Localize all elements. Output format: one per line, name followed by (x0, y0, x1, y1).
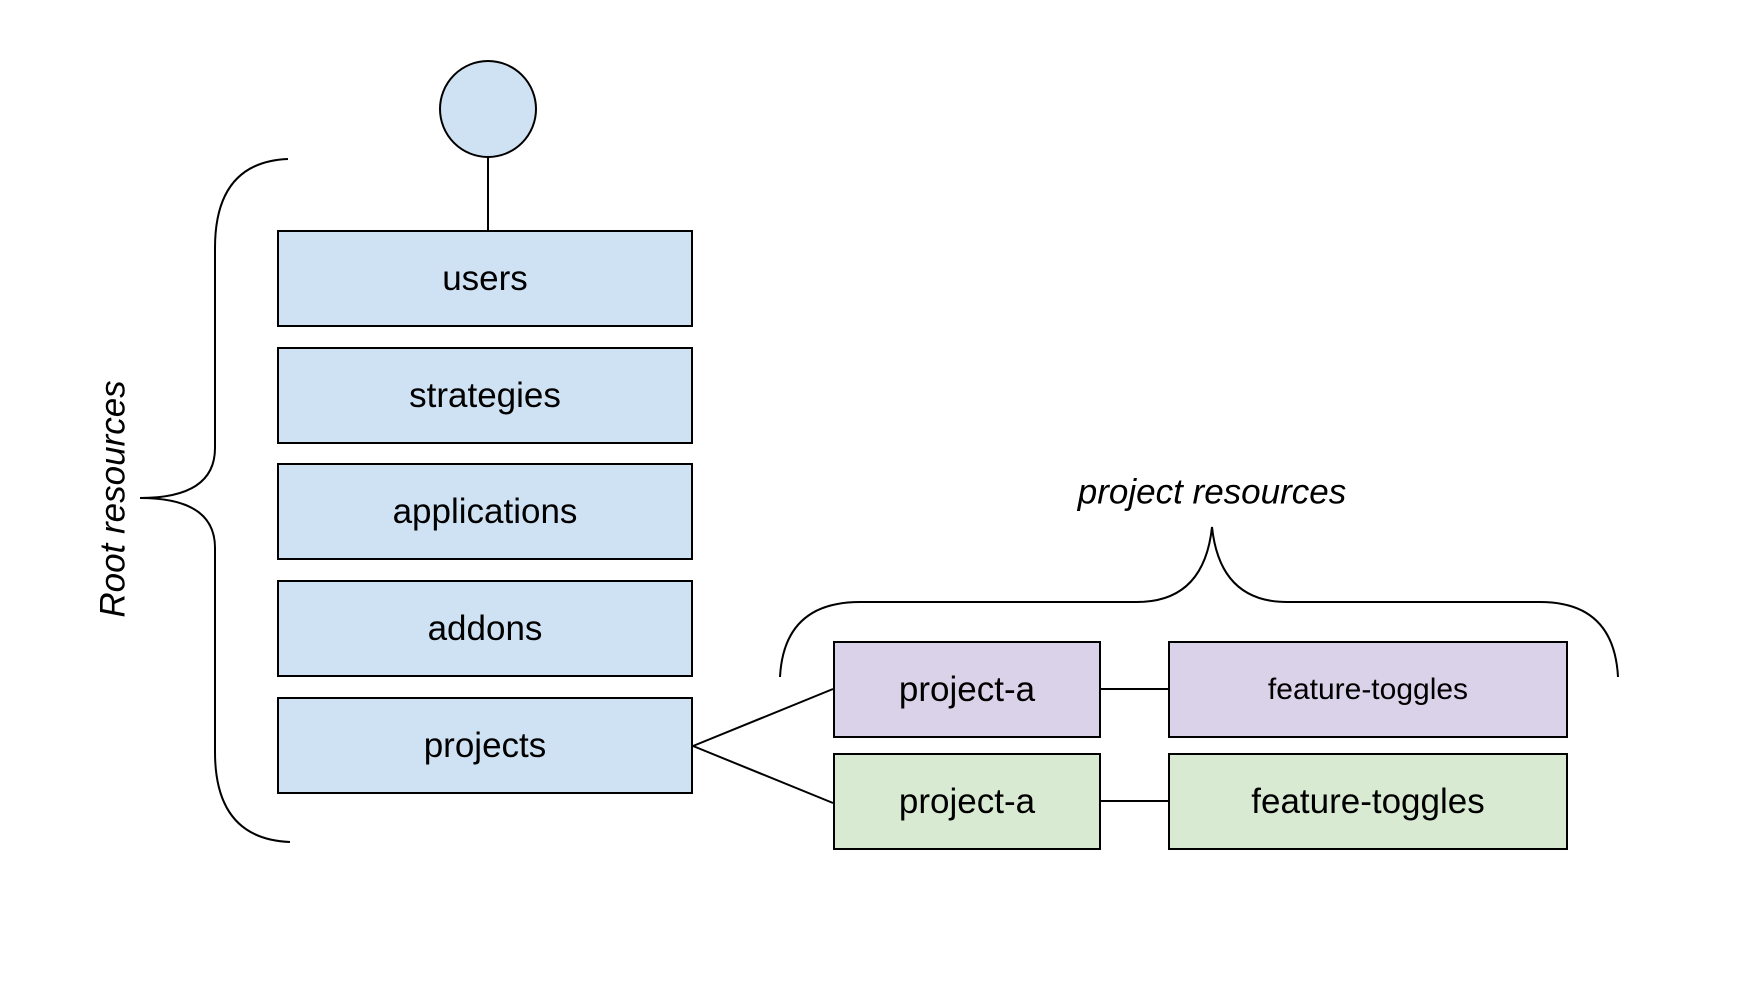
node-strategies: strategies (277, 347, 693, 444)
project-resources-brace (779, 526, 1619, 678)
projects-to-project-a-green-line (692, 745, 834, 804)
projects-to-project-a-purple-line (692, 688, 834, 747)
project-resources-label: project resources (1077, 472, 1347, 512)
node-project-a-green: project-a (833, 753, 1101, 850)
root-resources-label: Root resources (93, 380, 133, 618)
node-feature-toggles-green: feature-toggles (1168, 753, 1568, 850)
node-feature-toggles-purple: feature-toggles (1168, 641, 1568, 738)
node-project-a-purple: project-a (833, 641, 1101, 738)
actor-circle (439, 60, 537, 158)
node-addons: addons (277, 580, 693, 677)
node-applications: applications (277, 463, 693, 560)
node-users: users (277, 230, 693, 327)
root-resources-brace (139, 158, 291, 843)
node-projects: projects (277, 697, 693, 794)
